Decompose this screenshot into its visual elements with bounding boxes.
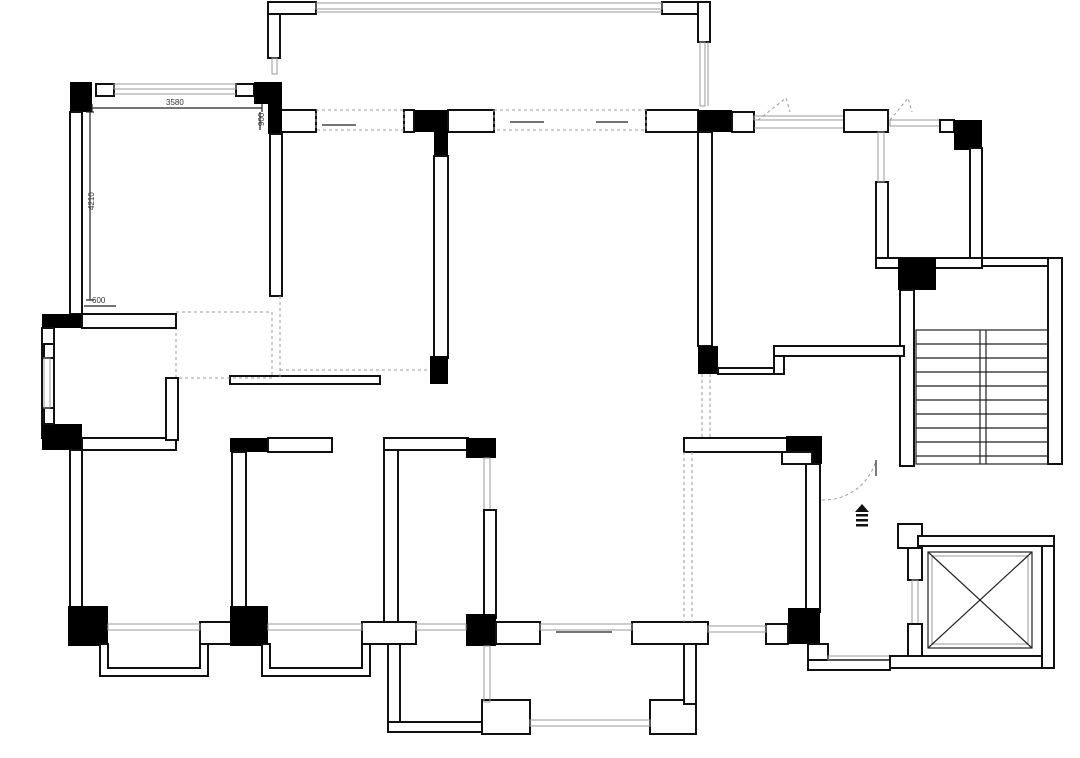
staircase-icon (915, 329, 1049, 465)
centre-walls (175, 130, 775, 440)
west-bay-window (41, 313, 179, 451)
entrance-arrow-icon (855, 504, 869, 527)
elevator-core (889, 523, 1055, 669)
dimension-bay-width: 600 (92, 296, 106, 305)
north-balcony (267, 1, 711, 107)
west-room: 3580 4210 600 900 (69, 82, 283, 315)
elevator-shaft-icon (927, 551, 1033, 649)
southeast-room (683, 436, 891, 671)
dimension-living-width: 3580 (166, 98, 184, 107)
dimension-living-depth: 4210 (87, 192, 96, 210)
south-bedrooms (68, 437, 709, 646)
dimension-wall-offset: 900 (257, 112, 266, 126)
south-bays (99, 643, 697, 735)
east-rooms (773, 131, 1063, 467)
north-window-wall (277, 96, 982, 150)
